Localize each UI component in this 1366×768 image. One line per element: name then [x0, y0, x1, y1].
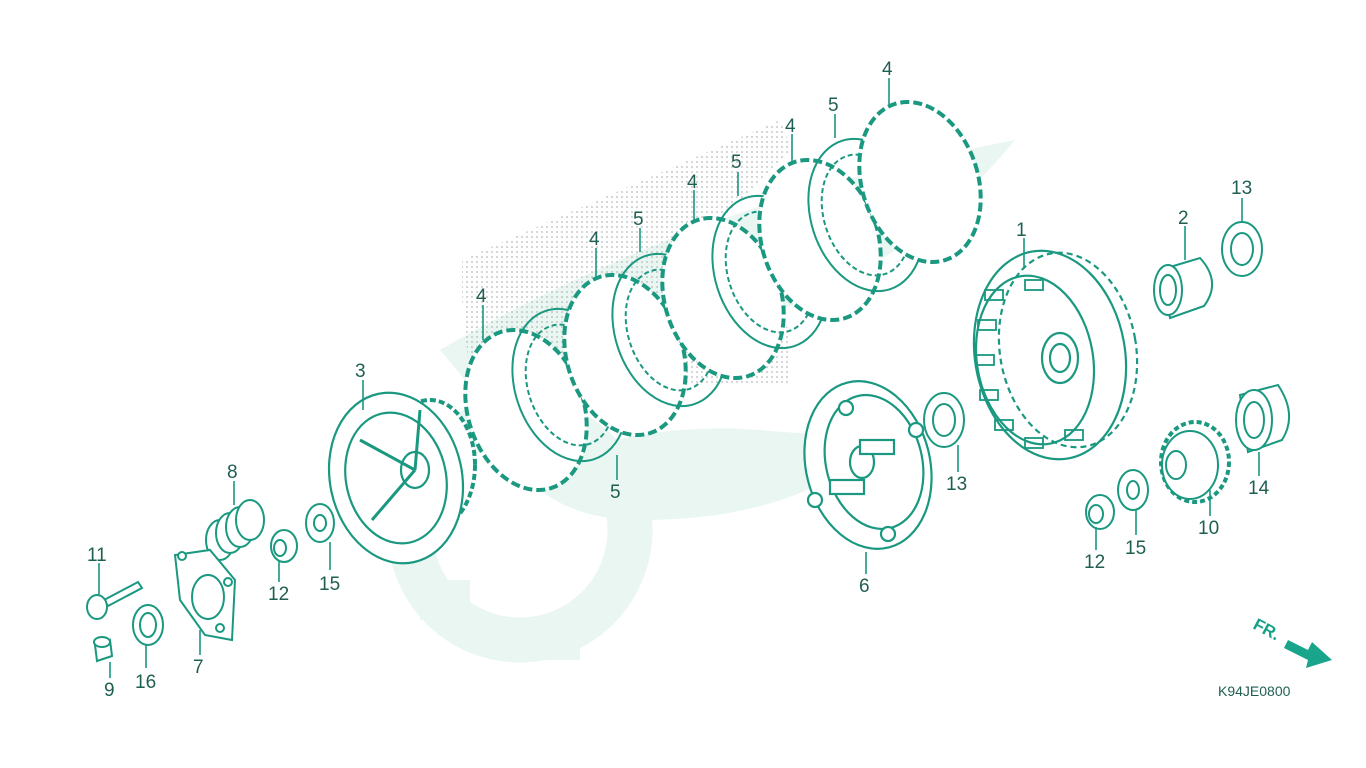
callout-2: 2 — [1178, 208, 1189, 229]
friction-disc-part-4-e — [857, 99, 983, 265]
callout-5-d: 5 — [828, 95, 839, 116]
nut-part-12-right — [1085, 494, 1115, 530]
diagram-code: K94JE0800 — [1218, 683, 1291, 699]
fr-label: FR. — [1250, 615, 1283, 645]
clutch-center-part-3 — [327, 391, 477, 565]
lifter-piece-part-9 — [93, 636, 114, 663]
callout-11: 11 — [87, 545, 107, 566]
callout-16: 16 — [135, 672, 156, 693]
callout-14: 14 — [1248, 478, 1270, 499]
callout-5-b: 5 — [633, 209, 644, 230]
callout-6: 6 — [859, 576, 870, 597]
callout-4-b: 4 — [589, 229, 600, 250]
callout-13-upper: 13 — [1231, 178, 1252, 199]
callout-15-right: 15 — [1125, 538, 1146, 559]
lifter-plate-part-7 — [173, 548, 237, 642]
callout-4-c: 4 — [687, 172, 698, 193]
callout-5-a: 5 — [610, 482, 621, 503]
callout-13-lower: 13 — [946, 474, 967, 495]
callout-15-left: 15 — [319, 574, 340, 595]
collar-part-2 — [1153, 256, 1213, 320]
arrow-right-down-icon — [1284, 640, 1332, 668]
callout-9: 9 — [104, 680, 115, 701]
bolt-part-11 — [86, 580, 144, 620]
pressure-plate-part-6 — [803, 380, 933, 550]
nut-part-12-left — [270, 529, 298, 563]
front-direction-marker: FR. — [1250, 615, 1332, 668]
callout-5-c: 5 — [731, 152, 742, 173]
callout-4-e: 4 — [882, 59, 893, 80]
callout-10: 10 — [1198, 518, 1219, 539]
washer-part-13-upper — [1221, 221, 1263, 277]
callout-3: 3 — [355, 361, 366, 382]
callout-4-a: 4 — [476, 286, 487, 307]
bearing-part-16 — [132, 604, 164, 646]
callout-12-left: 12 — [268, 584, 289, 605]
callout-7: 7 — [193, 657, 204, 678]
leader-lines — [98, 78, 1260, 678]
callout-12-right: 12 — [1084, 552, 1105, 573]
callout-1: 1 — [1016, 220, 1027, 241]
washer-part-15-left — [305, 503, 335, 543]
callout-8: 8 — [227, 462, 238, 483]
collar-part-14 — [1235, 383, 1290, 454]
clutch-outer-part-1 — [972, 249, 1139, 461]
spring-part-8 — [205, 499, 265, 561]
callout-labels: 1 2 3 4 4 4 4 4 5 5 5 5 6 7 8 9 10 11 12… — [87, 59, 1270, 701]
washer-part-13-lower — [923, 392, 965, 448]
gear-part-10 — [1159, 420, 1231, 504]
callout-4-d: 4 — [785, 116, 796, 137]
washer-part-15-right — [1117, 469, 1149, 511]
